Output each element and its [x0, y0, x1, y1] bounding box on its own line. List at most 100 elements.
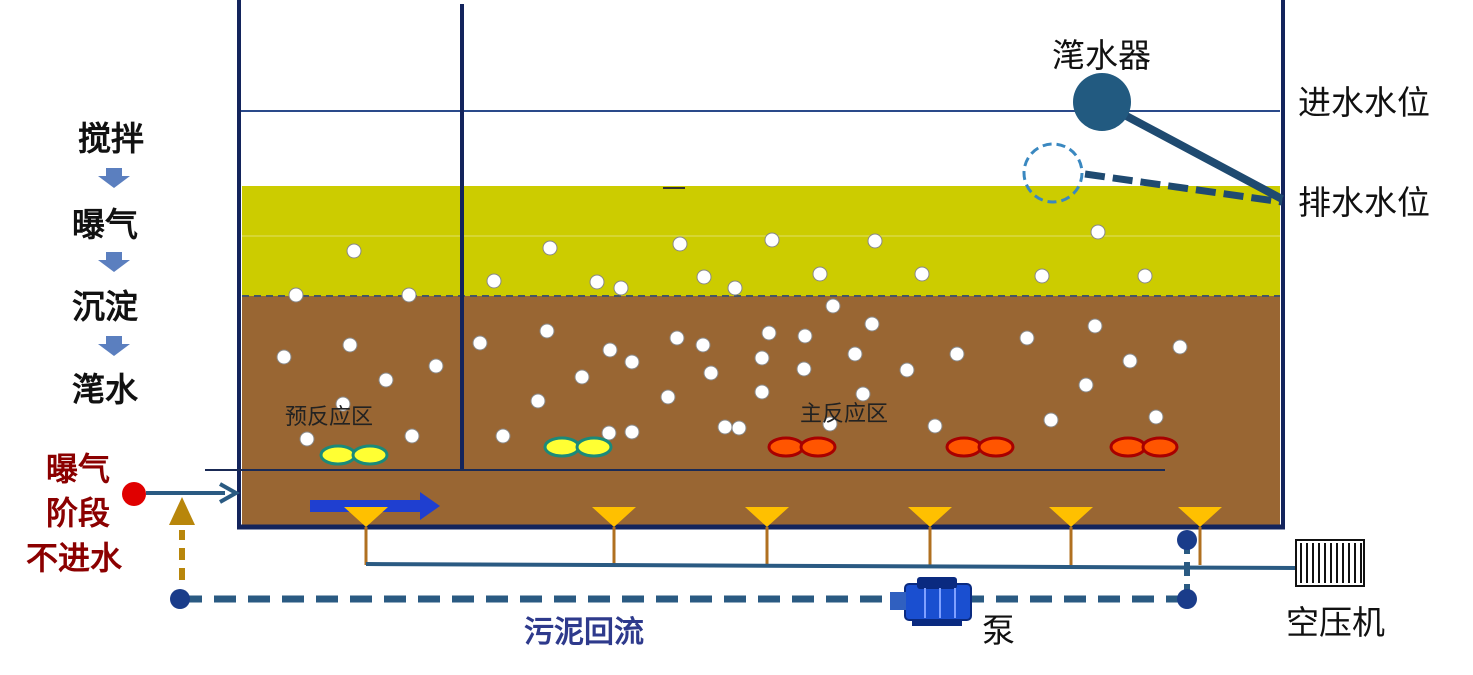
bubble [601, 425, 617, 441]
bubble [797, 328, 813, 344]
bubble [1122, 353, 1138, 369]
bubble [574, 369, 590, 385]
inlet-arrow-head [219, 482, 241, 504]
down-arrow-icon [98, 252, 130, 272]
discharge-water-level-label: 排水水位 [1298, 183, 1430, 222]
down-arrow-icon [98, 336, 130, 356]
bubble [717, 419, 733, 435]
pump-label: 泵 [982, 611, 1015, 650]
diffuser-icon [745, 507, 789, 527]
bubble [624, 424, 640, 440]
pre-zone-blob [319, 444, 389, 466]
bubble [288, 287, 304, 303]
bubble [486, 273, 502, 289]
bubble [335, 396, 351, 412]
aeration-diffusers [344, 507, 1222, 565]
bubble [276, 349, 292, 365]
inlet-valve-dot [122, 482, 146, 506]
bubble [695, 337, 711, 353]
bubble [1019, 330, 1035, 346]
bubble [696, 269, 712, 285]
bubble [703, 365, 719, 381]
bubble [428, 358, 444, 374]
bubble [754, 350, 770, 366]
bubble [1034, 268, 1050, 284]
pump-icon [890, 577, 972, 626]
diffuser-icon [592, 507, 636, 527]
return-pipe-node [170, 589, 190, 609]
phase-note-line: 阶段 [46, 494, 110, 532]
main-zone-blob [945, 436, 1015, 458]
decanter-float-low-icon [1022, 142, 1084, 204]
bubble [914, 266, 930, 282]
bubble [1043, 412, 1059, 428]
decanter-arm-discharge [1084, 170, 1283, 206]
bubble [1087, 318, 1103, 334]
sludge-outlet-node [1177, 530, 1197, 550]
process-step: 搅拌 [78, 119, 144, 158]
bubble [761, 325, 777, 341]
bubble [495, 428, 511, 444]
phase-note-line: 曝气 [46, 450, 110, 488]
air-compressor-label: 空压机 [1286, 603, 1385, 642]
inflow-water-level-label: 进水水位 [1298, 83, 1430, 122]
process-step: 滗水 [72, 370, 139, 409]
process-step-arrows [98, 168, 130, 356]
bubble [669, 330, 685, 346]
bubble [404, 428, 420, 444]
bubble [727, 280, 743, 296]
bubble [764, 232, 780, 248]
bubble [401, 287, 417, 303]
bubble [796, 361, 812, 377]
bubble [624, 354, 640, 370]
diffuser-icon [908, 507, 952, 527]
bubble [602, 342, 618, 358]
bubble [1137, 268, 1153, 284]
bubble [299, 431, 315, 447]
bubble [589, 274, 605, 290]
bubble [822, 416, 838, 432]
main-zone-blob [1109, 436, 1179, 458]
return-pipe-node [1177, 589, 1197, 609]
bubble [539, 323, 555, 339]
flow-direction-arrow [310, 492, 440, 520]
process-step: 曝气 [72, 205, 138, 244]
bubble [542, 240, 558, 256]
pre-zone-blob [543, 436, 613, 458]
air-compressor-icon [1295, 539, 1365, 587]
bubble [1078, 377, 1094, 393]
bubble [847, 346, 863, 362]
pre-reaction-zone-label: 预反应区 [285, 405, 373, 430]
bubble [825, 298, 841, 314]
process-step: 沉淀 [72, 287, 138, 326]
water-layer [242, 186, 1280, 296]
bubble [1172, 339, 1188, 355]
main-reaction-zone-label: 主反应区 [800, 402, 888, 427]
bubble [927, 418, 943, 434]
bubble [342, 337, 358, 353]
return-arrow-head [169, 497, 195, 525]
bubble [754, 384, 770, 400]
bubble [949, 346, 965, 362]
air-bubbles [276, 224, 1188, 447]
bubble [1148, 409, 1164, 425]
decanter-arm-inflow [1100, 99, 1284, 203]
bubble [346, 243, 362, 259]
air-supply-pipe [365, 562, 1297, 570]
bubble [530, 393, 546, 409]
bubble [731, 420, 747, 436]
bubble [660, 389, 676, 405]
diffuser-icon [344, 507, 388, 527]
decanter-label: 滗水器 [1052, 36, 1151, 75]
diffuser-icon [1049, 507, 1093, 527]
down-arrow-icon [98, 168, 130, 188]
decanter-float-icon [1073, 73, 1131, 131]
bubble [867, 233, 883, 249]
bubble [855, 386, 871, 402]
sludge-layer [242, 296, 1280, 526]
diffuser-icon [1178, 507, 1222, 527]
bubble [472, 335, 488, 351]
bubble [899, 362, 915, 378]
sludge-return-label: 污泥回流 [524, 615, 644, 650]
